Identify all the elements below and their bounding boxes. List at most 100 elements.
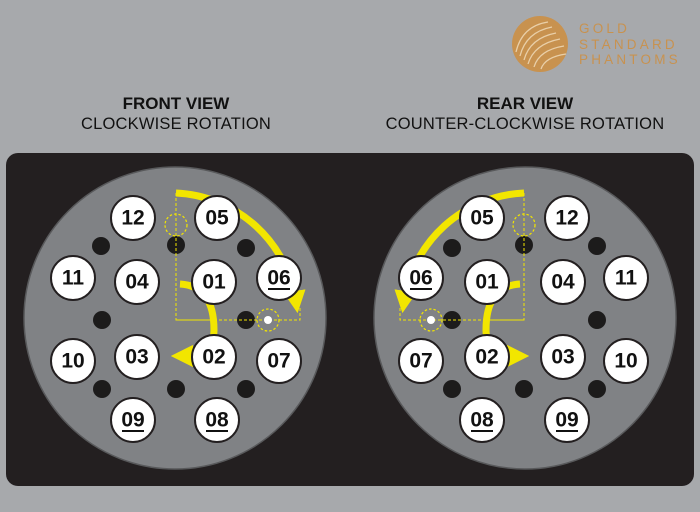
marker-label: 03	[551, 346, 574, 369]
marker-label: 04	[125, 271, 149, 294]
rear-hole	[443, 380, 461, 398]
logo-wordmark: GOLD STANDARD PHANTOMS	[579, 21, 681, 68]
front-guide-line	[175, 193, 301, 321]
rear-hole	[443, 311, 461, 329]
rear-view-title: REAR VIEW	[476, 94, 574, 113]
front-marker-10: 10	[50, 338, 96, 384]
front-view-subtitle: CLOCKWISE ROTATION	[81, 115, 271, 133]
logo-line-gold: GOLD	[579, 21, 631, 36]
front-holes	[92, 236, 255, 398]
front-marker-07: 07	[256, 338, 302, 384]
marker-label: 08	[205, 409, 229, 432]
rear-marker-05: 05	[459, 195, 505, 241]
front-hole	[167, 380, 185, 398]
rear-hole	[515, 380, 533, 398]
front-hole	[237, 239, 255, 257]
front-marker-11: 11	[50, 255, 96, 301]
rear-disk-body	[373, 166, 677, 470]
rear-marker-02: 02	[464, 334, 510, 380]
marker-circle	[114, 259, 160, 305]
rear-markers: 05 12 06 01 04 11 07 02 03 10 08 09	[398, 195, 649, 443]
marker-circle	[256, 338, 302, 384]
rear-marker-06: 06	[398, 255, 444, 301]
marker-label: 03	[125, 346, 148, 369]
front-phantom-disk: 12 05 11 04 01 06 10 03 02 07 09 08	[23, 166, 327, 470]
marker-circle	[398, 338, 444, 384]
rear-marker-04: 04	[540, 259, 586, 305]
logo-line-standard: STANDARD	[579, 36, 678, 52]
front-hole	[237, 380, 255, 398]
marker-label: 09	[121, 409, 144, 432]
logo-line-phantoms: PHANTOMS	[579, 52, 681, 67]
marker-label: 06	[409, 267, 432, 290]
front-marker-02: 02	[191, 334, 237, 380]
marker-circle	[194, 195, 240, 241]
rear-hole	[443, 239, 461, 257]
front-marker-05: 05	[194, 195, 240, 241]
marker-circle	[114, 334, 160, 380]
marker-circle	[110, 195, 156, 241]
marker-label: 07	[267, 350, 290, 373]
marker-label: 02	[202, 346, 225, 369]
rear-hole	[588, 380, 606, 398]
front-marker-12: 12	[110, 195, 156, 241]
rear-marker-12: 12	[544, 195, 590, 241]
marker-label: 02	[475, 346, 498, 369]
marker-circle	[544, 195, 590, 241]
front-marker-03: 03	[114, 334, 160, 380]
marker-label: 08	[470, 409, 494, 432]
rear-hole	[588, 237, 606, 255]
front-marker-01: 01	[191, 259, 237, 305]
rear-marker-07: 07	[398, 338, 444, 384]
rear-view-subtitle: COUNTER-CLOCKWISE ROTATION	[385, 115, 665, 133]
front-view-heading: FRONT VIEW CLOCKWISE ROTATION	[11, 94, 341, 134]
front-end-ring	[256, 308, 280, 332]
rear-marker-11: 11	[603, 255, 649, 301]
marker-circle	[464, 259, 510, 305]
marker-label: 11	[62, 267, 85, 290]
front-hole	[93, 311, 111, 329]
marker-circle	[459, 195, 505, 241]
rear-start-ring	[512, 213, 536, 237]
marker-circle	[540, 259, 586, 305]
marker-circle	[191, 334, 237, 380]
marker-circle	[50, 338, 96, 384]
rear-guides	[399, 193, 536, 332]
marker-label: 05	[205, 207, 229, 230]
front-hole	[92, 237, 110, 255]
concentric-arcs-logo-icon	[512, 16, 568, 72]
front-hole	[93, 380, 111, 398]
front-disk-body	[23, 166, 327, 470]
front-marker-08: 08	[194, 397, 240, 443]
marker-label: 12	[121, 207, 144, 230]
rear-guide-line	[399, 193, 525, 321]
front-marker-09: 09	[110, 397, 156, 443]
marker-label: 09	[555, 409, 578, 432]
rear-marker-01: 01	[464, 259, 510, 305]
rear-end-ring	[419, 308, 443, 332]
marker-label: 07	[409, 350, 432, 373]
marker-label: 01	[202, 271, 226, 294]
marker-circle	[603, 338, 649, 384]
marker-circle	[540, 334, 586, 380]
marker-label: 05	[470, 207, 494, 230]
rear-marker-08: 08	[459, 397, 505, 443]
marker-circle	[191, 259, 237, 305]
rear-view-heading: REAR VIEW COUNTER-CLOCKWISE ROTATION	[360, 94, 690, 134]
marker-label: 12	[555, 207, 578, 230]
marker-label: 10	[614, 350, 637, 373]
front-markers: 12 05 11 04 01 06 10 03 02 07 09 08	[50, 195, 302, 443]
marker-circle	[50, 255, 96, 301]
rear-hole	[588, 311, 606, 329]
marker-circle	[464, 334, 510, 380]
logo: GOLD STANDARD PHANTOMS	[508, 14, 688, 74]
marker-label: 04	[551, 271, 575, 294]
rear-holes	[443, 236, 606, 398]
marker-label: 06	[267, 267, 290, 290]
front-start-ring	[164, 213, 188, 237]
front-end-pin	[264, 316, 272, 324]
marker-label: 11	[615, 267, 638, 290]
marker-label: 10	[61, 350, 84, 373]
rear-end-pin	[427, 316, 435, 324]
